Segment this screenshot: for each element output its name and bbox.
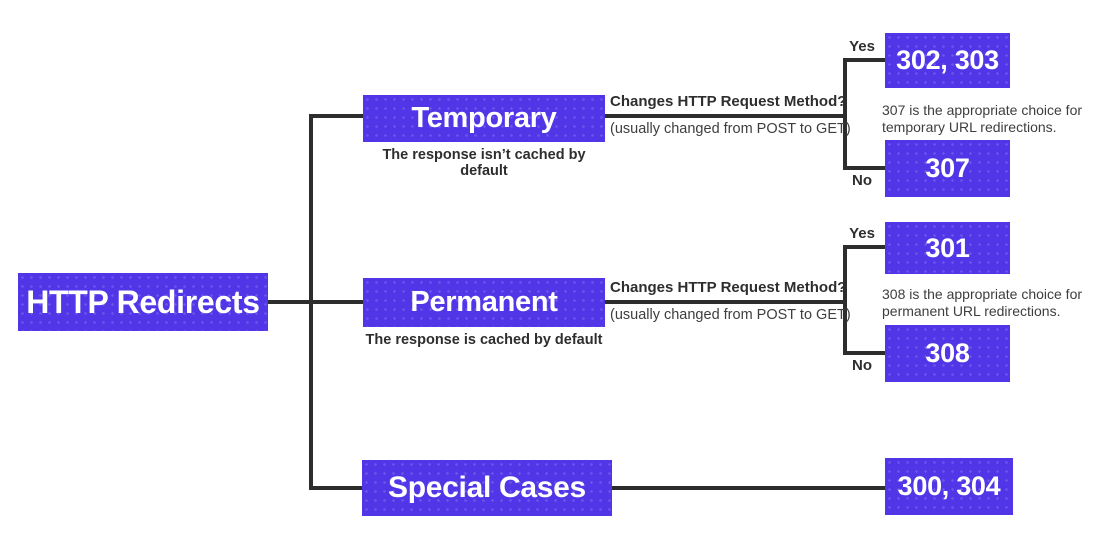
connector-permanent-question (605, 300, 847, 304)
question-sub-permanent: (usually changed from POST to GET) (610, 307, 851, 323)
result-node-301: 301 (885, 222, 1010, 274)
connector-trunk-to-special (309, 486, 363, 490)
caption-permanent: The response is cached by default (365, 332, 603, 348)
no-label-temporary: No (852, 172, 872, 189)
yes-label-permanent: Yes (849, 225, 875, 242)
note-temporary: 307 is the appropriate choice for tempor… (882, 102, 1107, 136)
root-node-http-redirects: HTTP Redirects (18, 273, 268, 331)
result-node-308: 308 (885, 325, 1010, 382)
question-permanent: Changes HTTP Request Method? (610, 279, 847, 296)
note-permanent-line1: 308 is the appropriate choice for (882, 286, 1083, 302)
caption-temporary: The response isn’t cached by default (382, 147, 586, 179)
yes-label-temporary: Yes (849, 38, 875, 55)
note-permanent-line2: permanent URL redirections. (882, 303, 1061, 319)
permanent-split-vertical-line (843, 245, 847, 355)
connector-temporary-yes (843, 58, 885, 62)
result-node-307: 307 (885, 140, 1010, 197)
connector-root-to-trunk (266, 300, 363, 304)
connector-trunk-to-temporary (309, 114, 363, 118)
branch-node-special-cases: Special Cases (362, 460, 612, 516)
connector-permanent-yes (843, 245, 885, 249)
connector-special-to-result (610, 486, 887, 490)
question-sub-temporary: (usually changed from POST to GET) (610, 121, 851, 137)
connector-temporary-no (843, 166, 885, 170)
connector-temporary-question (605, 114, 847, 118)
branch-node-temporary: Temporary (363, 95, 605, 142)
result-node-300-304: 300, 304 (885, 458, 1013, 515)
no-label-permanent: No (852, 357, 872, 374)
note-permanent: 308 is the appropriate choice for perman… (882, 286, 1107, 320)
temporary-split-vertical-line (843, 58, 847, 170)
question-temporary: Changes HTTP Request Method? (610, 93, 847, 110)
note-temporary-line2: temporary URL redirections. (882, 119, 1057, 135)
connector-permanent-no (843, 351, 885, 355)
result-node-302-303: 302, 303 (885, 33, 1010, 88)
branch-node-permanent: Permanent (363, 278, 605, 327)
trunk-vertical-line (309, 114, 313, 490)
note-temporary-line1: 307 is the appropriate choice for (882, 102, 1083, 118)
